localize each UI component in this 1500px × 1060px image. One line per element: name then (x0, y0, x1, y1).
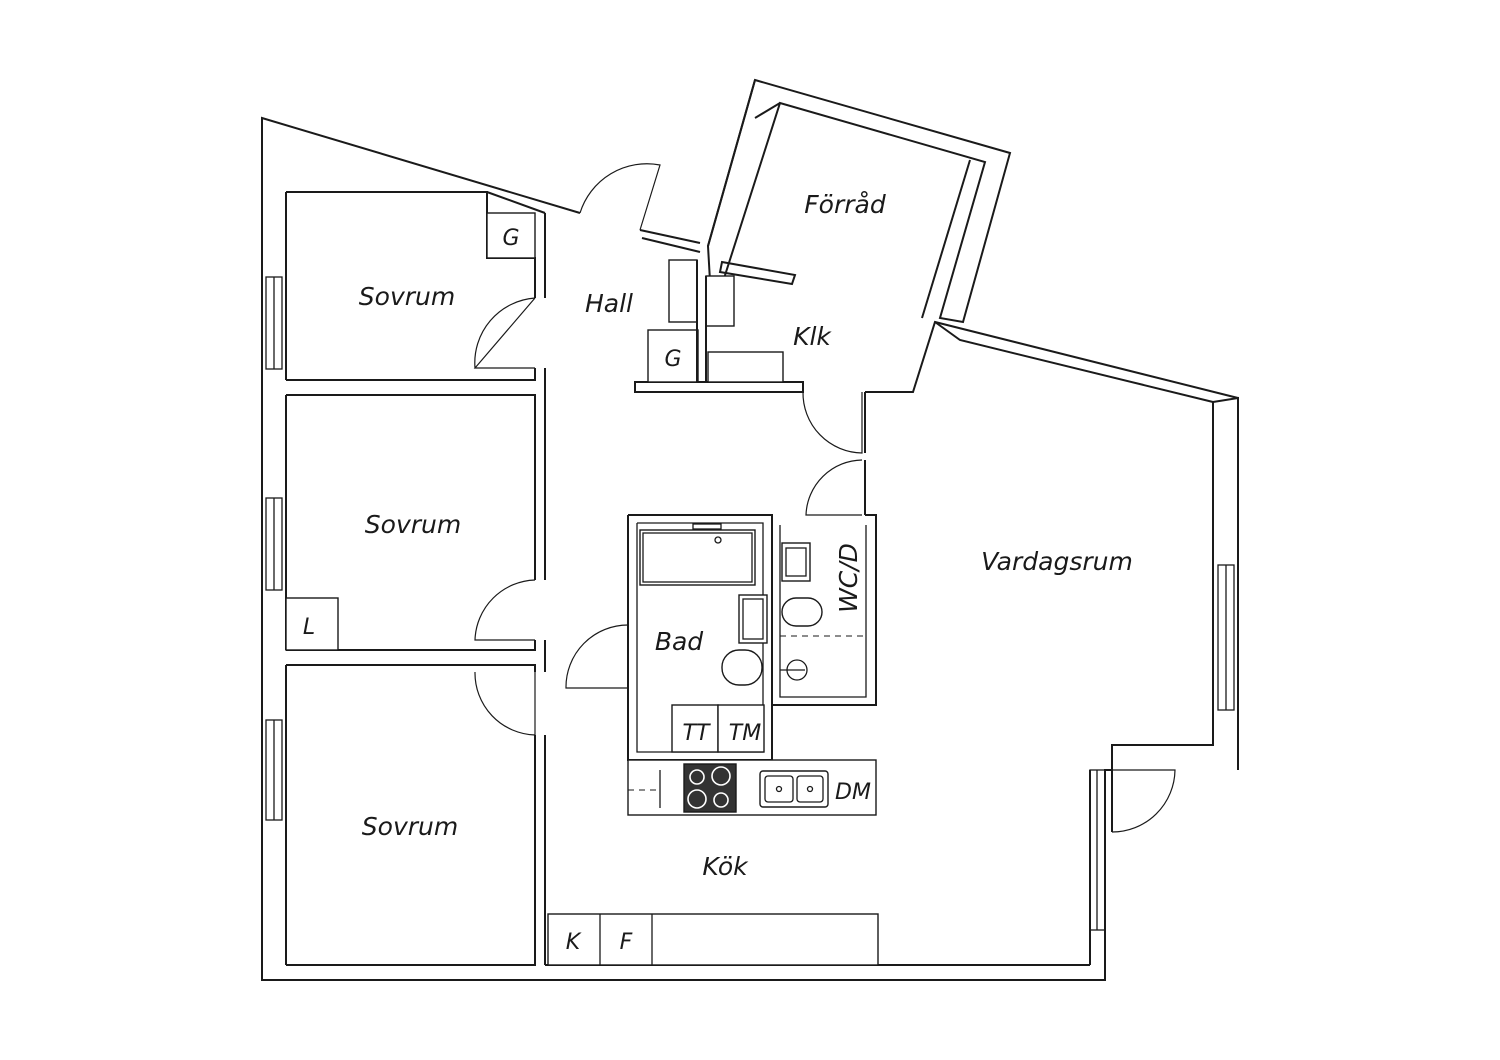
fixture-label-g-bedroom: G (502, 226, 519, 251)
fixture-label-dm: DM (835, 780, 871, 805)
fixture-label-tm: TM (729, 721, 761, 746)
west-windows (265, 276, 283, 821)
fixture-label-f: F (620, 930, 633, 955)
fixture-label-k: K (566, 930, 582, 955)
east-windows (1089, 564, 1235, 931)
room-label-kok: Kök (702, 852, 749, 881)
room-label-vardagsrum: Vardagsrum (981, 547, 1133, 576)
door-swings (473, 163, 1176, 833)
forrad-walls (706, 78, 1012, 324)
outer-walls (261, 116, 1239, 981)
kitchen-counter (285, 212, 879, 966)
room-label-bad: Bad (655, 627, 703, 656)
room-label-wcd: WC/D (834, 543, 863, 613)
room-label-hall: Hall (585, 289, 633, 318)
hall-klk-walls (634, 229, 866, 515)
bathroom (627, 514, 773, 761)
fixture-label-l: L (303, 615, 315, 640)
fixture-label-tt: TT (683, 721, 711, 746)
wc-d (771, 514, 877, 706)
room-label-sovrum-1: Sovrum (359, 282, 455, 311)
room-label-sovrum-2: Sovrum (365, 510, 461, 539)
room-label-sovrum-3: Sovrum (362, 812, 458, 841)
fixture-label-g-hall: G (664, 347, 681, 372)
room-label-forrad: Förråd (804, 190, 886, 219)
room-label-klk: Klk (793, 322, 832, 351)
